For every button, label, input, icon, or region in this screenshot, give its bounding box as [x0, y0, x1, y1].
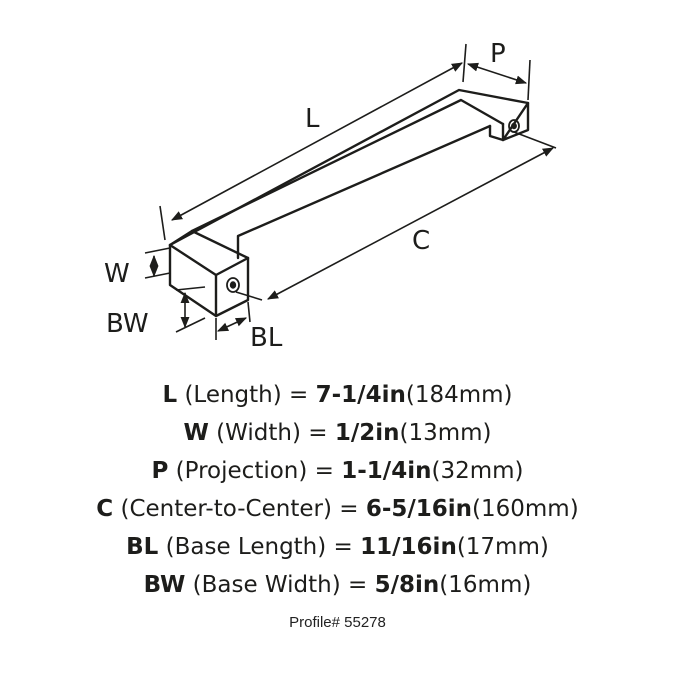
spec-abbr: C	[96, 496, 114, 522]
label-base-length: BL	[250, 323, 283, 353]
spec-name: (Base Width) =	[185, 572, 375, 598]
spec-name: (Center-to-Center) =	[113, 496, 366, 522]
label-base-width: BW	[106, 309, 149, 339]
spec-metric: (32mm)	[431, 458, 524, 484]
spec-metric: (16mm)	[439, 572, 532, 598]
spec-name: (Length) =	[177, 382, 316, 408]
spec-abbr: BW	[143, 572, 186, 598]
spec-abbr: L	[162, 382, 178, 408]
spec-imperial: 1/2in	[334, 420, 400, 446]
spec-imperial: 6-5/16in	[365, 496, 473, 522]
profile-number: Profile# 55278	[289, 614, 386, 631]
spec-abbr: P	[151, 458, 169, 484]
spec-name: (Projection) =	[168, 458, 342, 484]
spec-name: (Width) =	[208, 420, 335, 446]
spec-name: (Base Length) =	[158, 534, 361, 560]
dimension-lines	[144, 43, 557, 340]
spec-imperial: 11/16in	[360, 534, 457, 560]
spec-metric: (184mm)	[405, 382, 513, 408]
spec-imperial: 7-1/4in	[315, 382, 406, 408]
spec-abbr: BL	[126, 534, 159, 560]
spec-metric: (17mm)	[456, 534, 549, 560]
spec-base-width: BW (Base Width) = 5/8in(16mm)	[0, 566, 675, 604]
dimension-specs: L (Length) = 7-1/4in(184mm) W (Width) = …	[0, 376, 675, 604]
spec-base-length: BL (Base Length) = 11/16in(17mm)	[0, 528, 675, 566]
spec-imperial: 1-1/4in	[341, 458, 432, 484]
label-center: C	[412, 226, 430, 256]
label-length: L	[305, 104, 320, 134]
spec-metric: (160mm)	[472, 496, 579, 522]
spec-width: W (Width) = 1/2in(13mm)	[0, 414, 675, 452]
spec-abbr: W	[183, 420, 209, 446]
handle-dimension-diagram: L P C W BW BL	[104, 39, 557, 353]
spec-projection: P (Projection) = 1-1/4in(32mm)	[0, 452, 675, 490]
label-width: W	[104, 259, 130, 289]
screw-holes	[226, 119, 520, 293]
label-projection: P	[490, 39, 506, 69]
spec-center-to-center: C (Center-to-Center) = 6-5/16in(160mm)	[0, 490, 675, 528]
spec-imperial: 5/8in	[374, 572, 440, 598]
spec-metric: (13mm)	[399, 420, 492, 446]
spec-length: L (Length) = 7-1/4in(184mm)	[0, 376, 675, 414]
